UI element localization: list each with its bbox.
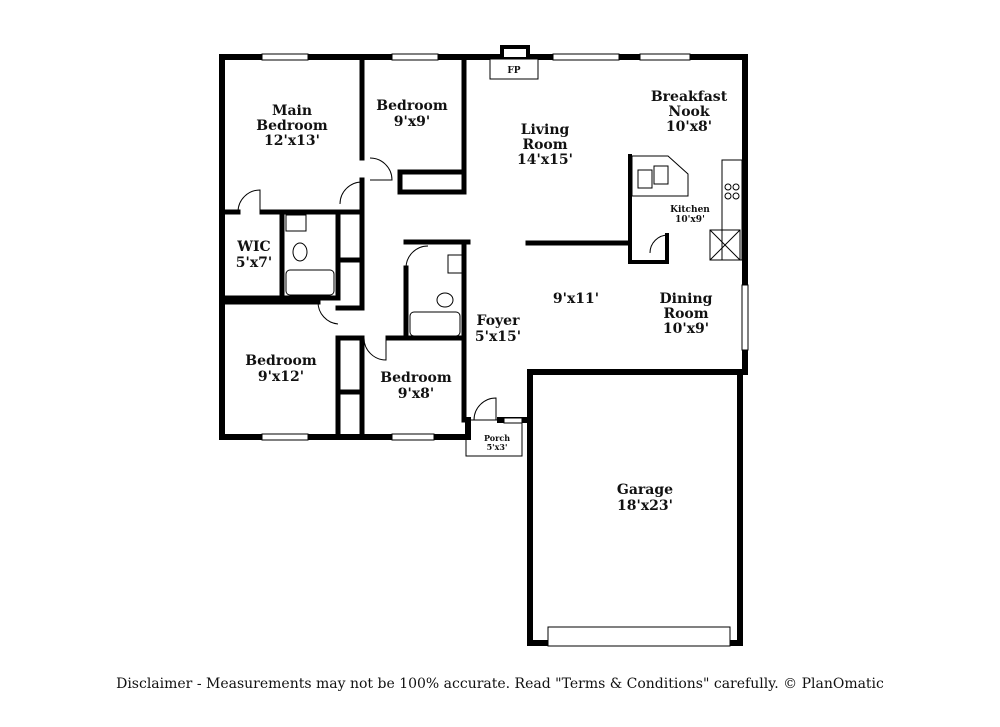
bedroom-top-size: 9'x9': [394, 114, 430, 130]
porch-label: Porch: [484, 433, 510, 443]
hall-size: 9'x11': [553, 291, 599, 307]
bedroom-top-label: Bedroom: [376, 98, 448, 114]
main-bedroom-size: 12'x13': [264, 133, 320, 149]
bedroom-left-size: 9'x12': [258, 369, 304, 385]
wic-label: WIC: [236, 239, 270, 255]
dining-room-label-2: Room: [663, 306, 708, 322]
foyer-label: Foyer: [477, 313, 521, 329]
dining-room-label-1: Dining: [660, 291, 713, 307]
living-room-label-1: Living: [521, 122, 570, 138]
main-bedroom-label-1: Main: [272, 103, 312, 119]
fireplace-label: FP: [507, 66, 520, 76]
room-labels: Main Bedroom 12'x13' Bedroom 9'x9' Livin…: [236, 89, 728, 514]
dining-room-size: 10'x9': [663, 321, 709, 337]
garage-label: Garage: [617, 482, 673, 498]
living-room-size: 14'x15': [517, 152, 573, 168]
fireplace: FP: [489, 45, 539, 80]
kitchen-size: 10'x9': [675, 215, 705, 225]
wic-size: 5'x7': [236, 255, 272, 271]
bedroom-mid-size: 9'x8': [398, 386, 434, 402]
breakfast-nook-label-2: Nook: [668, 104, 709, 120]
porch-size: 5'x3': [487, 442, 508, 452]
fixtures: [237, 155, 743, 457]
breakfast-nook-size: 10'x8': [666, 119, 712, 135]
bedroom-mid-label: Bedroom: [380, 370, 452, 386]
windows: [261, 53, 749, 647]
foyer-size: 5'x15': [475, 329, 521, 345]
bedroom-left-label: Bedroom: [245, 353, 317, 369]
breakfast-nook-label-1: Breakfast: [651, 89, 728, 105]
kitchen-label: Kitchen: [670, 205, 710, 215]
living-room-label-2: Room: [522, 137, 567, 153]
interior-walls: [219, 54, 669, 440]
disclaimer-text: Disclaimer - Measurements may not be 100…: [116, 676, 884, 692]
garage-size: 18'x23': [617, 498, 673, 514]
main-bedroom-label-2: Bedroom: [256, 118, 328, 134]
